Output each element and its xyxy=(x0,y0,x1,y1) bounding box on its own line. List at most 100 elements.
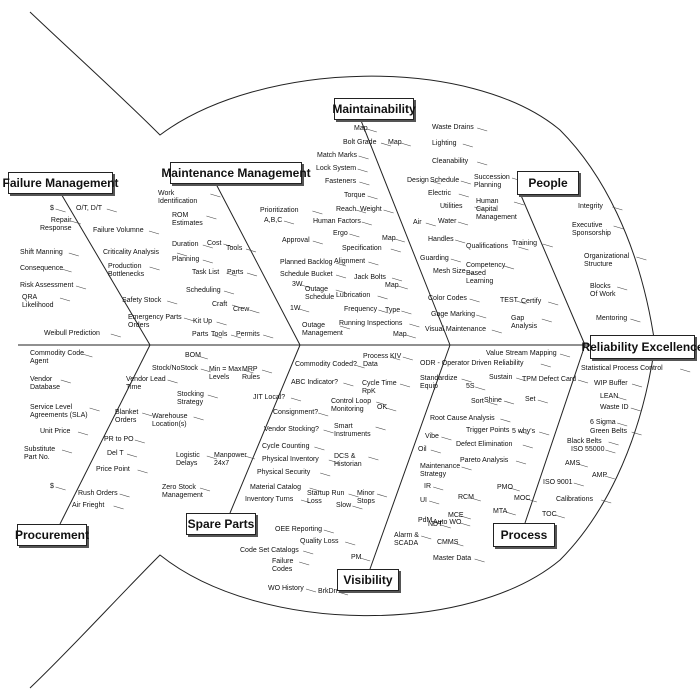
cause-label-ps-26: Calibrations xyxy=(556,496,593,503)
cause-label-fm-1: O/T, D/T xyxy=(76,205,103,212)
cause-label-mm-5: Cost xyxy=(207,240,222,247)
cause-label-fm-3: Failure Volumne xyxy=(93,227,144,234)
bone-process xyxy=(524,344,586,524)
pointer-mt-34 xyxy=(491,329,502,334)
pointer-fm-8 xyxy=(75,285,87,290)
cause-label-ps-15: 5 why's xyxy=(512,428,536,435)
pointer-ps-19 xyxy=(522,444,533,449)
pointer-pe-2 xyxy=(612,206,623,211)
pointer-vi-20 xyxy=(345,541,356,546)
cause-label-mt-21: Handles xyxy=(428,236,454,243)
cause-label-ps-8: Shine xyxy=(484,397,502,404)
pointer-ps-10 xyxy=(631,383,643,388)
cause-label-vi-24: WO History xyxy=(268,585,304,592)
pointer-mt-27 xyxy=(397,285,408,290)
cause-label-pe-10: Certify xyxy=(521,298,542,305)
pointer-mt-3 xyxy=(400,142,411,147)
pointer-ps-16 xyxy=(617,422,628,427)
pointer-vi-18 xyxy=(376,493,388,498)
category-failure-management: Failure Management xyxy=(2,172,119,194)
cause-label-pr-5: Unit Price xyxy=(40,428,71,435)
pointer-ps-3 xyxy=(461,378,472,383)
cause-label-pr-6: PR to PO xyxy=(104,436,134,443)
pointer-fm-3 xyxy=(148,230,160,235)
pointer-vi-2 xyxy=(399,383,411,388)
pointer-mm-10 xyxy=(226,272,237,277)
cause-label-mt-18: Water xyxy=(438,218,457,225)
pointer-mm-15 xyxy=(335,289,346,294)
bone-failure-management xyxy=(59,191,151,346)
pointer-mt-16 xyxy=(361,221,372,226)
pointer-vi-15 xyxy=(421,535,432,540)
pointer-ps-23 xyxy=(577,463,588,468)
pointer-pr-4 xyxy=(142,412,153,417)
pointer-pe-8 xyxy=(617,286,628,291)
cause-label-sp-4: Commodity Coded? xyxy=(295,361,357,368)
pointer-mt-14 xyxy=(355,209,367,214)
cause-label-pr-11: Rush Orders xyxy=(78,490,118,497)
cause-label-ps-25: ISO 9001 xyxy=(543,479,573,486)
bone-people xyxy=(519,192,586,346)
pointer-vi-24 xyxy=(305,588,317,593)
cause-label-pe-4: Training xyxy=(512,240,538,247)
pointer-mt-23 xyxy=(450,258,461,263)
pointer-mm-16 xyxy=(299,308,310,313)
pointer-pe-3 xyxy=(613,225,624,230)
pointer-mt-9 xyxy=(460,180,471,185)
cause-label-mt-20: Map xyxy=(382,235,396,242)
cause-label-mm-19: Kit Up xyxy=(193,318,213,325)
pointer-vi-17 xyxy=(352,505,363,510)
pointer-sp-9 xyxy=(318,412,329,417)
pointer-ps-14 xyxy=(518,430,529,435)
pointer-sp-4 xyxy=(354,364,365,369)
category-maintenance-management: Maintenance Management xyxy=(161,162,311,184)
pointer-mt-28 xyxy=(377,295,388,300)
cause-label-mm-2: A,B,C xyxy=(264,217,283,224)
cause-label-ps-27: PMO xyxy=(497,484,513,491)
pointer-sp-1 xyxy=(200,368,211,373)
pointer-ps-17 xyxy=(631,431,642,436)
pointer-ps-25 xyxy=(573,482,584,487)
cause-label-pe-5: Qualifications xyxy=(466,243,509,250)
pointer-mt-5 xyxy=(358,155,369,160)
cause-label-fm-6: Consequence xyxy=(20,265,64,272)
effect-reliability-excellence: Reliability Excellence xyxy=(581,335,700,359)
pointer-sp-13 xyxy=(244,455,255,460)
pointer-ps-20 xyxy=(605,449,616,454)
cause-label-ps-23: AMS xyxy=(565,460,581,467)
pointer-ps-26 xyxy=(601,499,612,504)
pointer-sp-2 xyxy=(243,369,254,374)
cause-label-mm-9: Planned Backlog xyxy=(280,259,333,266)
bone-visibility xyxy=(369,344,451,570)
cause-label-mm-13: 3W xyxy=(292,281,303,288)
cause-label-mt-1: Waste Drains xyxy=(432,124,474,131)
cause-label-mt-30: Frequency xyxy=(344,306,378,313)
cause-label-mt-2: Bolt Grade xyxy=(343,139,377,146)
cause-label-vi-17: Slow xyxy=(336,502,352,509)
cause-label-ps-11: LEAN xyxy=(600,393,619,400)
pointer-vi-7 xyxy=(441,436,452,441)
pointer-mm-13 xyxy=(301,284,312,289)
pointer-mm-8 xyxy=(202,259,213,264)
cause-label-ps-18: Black Belts xyxy=(567,438,602,445)
cause-label-mt-27: Map xyxy=(385,282,399,289)
pointer-mt-21 xyxy=(455,239,466,244)
pointer-pe-6 xyxy=(636,256,647,261)
cause-label-mt-26: Jack Bolts xyxy=(354,274,386,281)
pointer-pe-5 xyxy=(518,246,529,251)
cause-label-sp-1: Stock/NoStock xyxy=(152,365,198,372)
pointer-mt-10 xyxy=(359,181,370,186)
cause-label-ps-20: ISO 55000 xyxy=(571,446,605,453)
pointer-ps-29 xyxy=(470,497,481,502)
cause-label-mt-22: Specification xyxy=(342,245,382,252)
pointer-fm-9 xyxy=(59,297,71,302)
cause-label-fm-5: Criticality Analysis xyxy=(103,249,160,256)
